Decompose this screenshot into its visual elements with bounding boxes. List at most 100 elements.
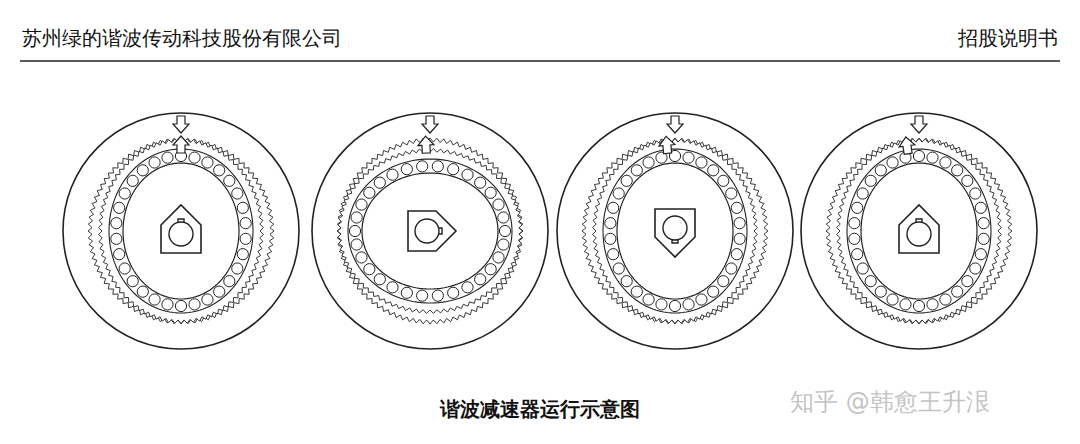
bearing-ball <box>621 276 632 287</box>
bearing-ball <box>475 177 486 188</box>
bearing-ball <box>114 249 125 260</box>
flexspline-wall <box>348 159 512 303</box>
harmonic-drive-panel <box>63 113 299 349</box>
bearing-ball <box>351 212 362 223</box>
bearing-ball <box>718 276 729 287</box>
bearing-ball <box>448 164 459 175</box>
bearing-ball <box>643 294 654 305</box>
bearing-ball <box>202 294 213 305</box>
fixed-marker-arrow <box>667 116 683 133</box>
bearing-ball <box>485 187 496 198</box>
bearing-ball <box>605 218 616 229</box>
bearing-ball <box>865 175 876 186</box>
bearing-ball <box>696 157 707 168</box>
bearing-ball <box>401 164 412 175</box>
housing-circle <box>63 113 299 349</box>
bearing-ball <box>356 199 367 210</box>
bearing-ball <box>462 169 473 180</box>
bearing-ball <box>852 249 863 260</box>
circular-spline-teeth <box>582 138 768 324</box>
bearing-ball <box>631 286 642 297</box>
bearing-ball <box>351 239 362 250</box>
bearing-ball <box>237 202 248 213</box>
bearing-ball <box>462 282 473 293</box>
bearing-ball <box>189 152 200 163</box>
rotating-assembly <box>99 139 264 324</box>
direction-arrow-hub <box>655 209 695 257</box>
bearing-ball <box>927 299 938 310</box>
bearing-ball <box>975 249 986 260</box>
shaft-bore <box>169 219 193 246</box>
bearing-ball <box>940 157 951 168</box>
flexspline-wall <box>603 149 747 313</box>
bearing-ball <box>696 294 707 305</box>
flexspline-teeth <box>338 149 523 314</box>
bearing-ball <box>356 252 367 263</box>
bearing-ball <box>127 175 138 186</box>
harmonic-drive-panel <box>801 113 1037 349</box>
bearing-ball <box>498 239 509 250</box>
wave-generator-cam <box>617 163 733 299</box>
bearing-ball <box>608 202 619 213</box>
bearing-ball <box>952 286 963 297</box>
figure-caption: 谐波减速器运行示意图 <box>0 396 1080 423</box>
bearing-ball <box>387 169 398 180</box>
bearing-ball <box>374 177 385 188</box>
bearing-ball <box>970 263 981 274</box>
bearing-ball <box>900 299 911 310</box>
bearing-ball <box>978 233 989 244</box>
flexspline-teeth <box>593 139 758 324</box>
bearing-ball <box>237 249 248 260</box>
shaft-bore <box>907 219 931 246</box>
rotating-assembly <box>593 139 758 324</box>
bearing-ball <box>498 212 509 223</box>
bearing-ball <box>927 152 938 163</box>
header-text: 招股说明书 <box>958 25 1058 52</box>
bearing-ball <box>374 274 385 285</box>
bearing-ball <box>111 218 122 229</box>
bearing-ball <box>240 233 251 244</box>
bearing-ball <box>127 276 138 287</box>
flexspline-wall <box>109 149 253 313</box>
bearing-ball <box>224 276 235 287</box>
bearing-ball <box>621 175 632 186</box>
bearing-ball <box>485 264 496 275</box>
bearing-ball <box>669 300 680 311</box>
flexspline-marker-arrow <box>898 136 916 155</box>
circular-spline-teeth <box>826 138 1012 324</box>
bearing-ball <box>726 263 737 274</box>
flexspline-marker-arrow <box>658 136 676 154</box>
direction-arrow-hub <box>408 211 456 251</box>
bearing-ball <box>149 294 160 305</box>
bearing-ball <box>401 287 412 298</box>
bearing-ball <box>913 300 924 311</box>
bearing-ball <box>643 157 654 168</box>
bearing-ball <box>940 294 951 305</box>
bearing-ball <box>119 263 130 274</box>
wave-generator-cam <box>861 163 977 299</box>
bearing-ball <box>111 233 122 244</box>
bearing-ball <box>232 263 243 274</box>
flexspline-marker-arrow <box>173 136 189 153</box>
bearing-ball <box>731 202 742 213</box>
bearing-ball <box>364 187 375 198</box>
bearing-ball <box>731 249 742 260</box>
shaft-bore <box>415 219 442 243</box>
bearing-ball <box>734 233 745 244</box>
flexspline-teeth <box>99 139 264 324</box>
bearing-ball <box>718 175 729 186</box>
header-text: 苏州绿的谐波传动科技股份有限公司 <box>22 25 342 52</box>
wave-generator-cam <box>362 173 498 289</box>
bearing-ball <box>734 218 745 229</box>
direction-arrow-hub <box>161 205 201 253</box>
bearing-ball <box>970 188 981 199</box>
bearing-ball <box>887 157 898 168</box>
bearing-ball <box>726 188 737 199</box>
bearing-ball <box>448 287 459 298</box>
bearing-ball <box>852 202 863 213</box>
bearing-ball <box>952 165 963 176</box>
bearing-ball <box>975 202 986 213</box>
bearing-ball <box>499 225 510 236</box>
bearing-ball <box>875 165 886 176</box>
bearing-ball <box>189 299 200 310</box>
